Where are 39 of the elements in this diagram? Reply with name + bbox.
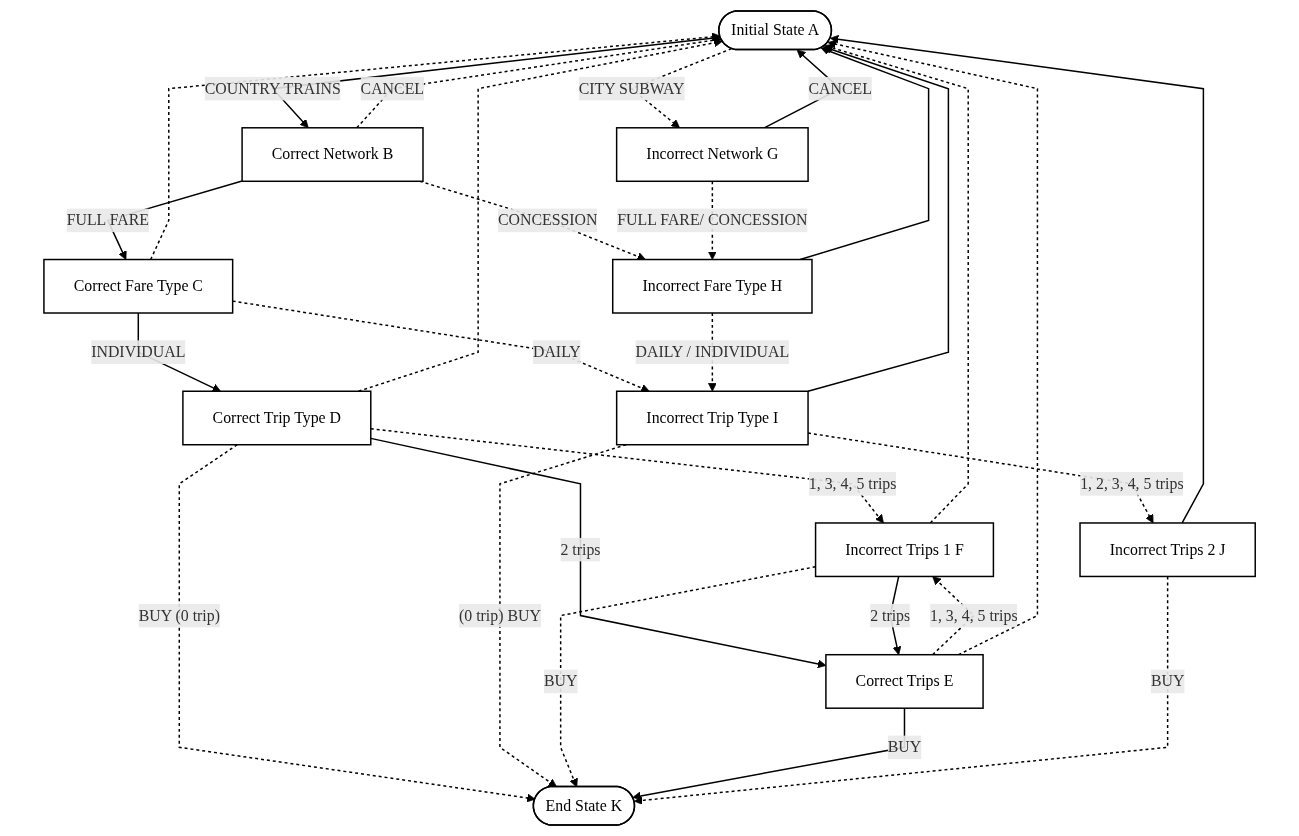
edge-label: 1, 3, 4, 5 trips [808,474,897,492]
edge-label: BUY (0 trip) [138,606,220,624]
arrow [632,707,906,801]
arrow [799,46,930,261]
arrow [807,45,950,393]
node-box: Incorrect Network G [615,127,809,183]
node-box: Correct Trip Type D [182,390,372,446]
node-box: Correct Network B [241,127,424,183]
node-box: Correct Trips E [825,653,984,709]
arrow [355,35,722,129]
edge-label: INDIVIDUAL [91,343,186,361]
edge-label: CITY SUBWAY [578,79,685,97]
edge-label: 2 trips [870,606,911,624]
edge-label: BUY [887,738,922,756]
edge-label: CANCEL [808,79,872,97]
edge-label: DAILY [532,343,581,361]
edge-label: FULL FARE [66,211,149,229]
edge-label: BUY [1150,672,1185,690]
arrow [824,43,969,524]
node-box: Incorrect Fare Type H [611,258,813,314]
edge-label: 1, 3, 4, 5 trips [929,606,1018,624]
edge-label: 2 trips [560,540,601,558]
edge-label: CONCESSION [497,211,598,229]
arrow [419,180,646,261]
edge-label: DAILY / INDIVIDUAL [635,343,790,361]
edge-label: FULL FARE/ CONCESSION [617,211,808,229]
node-box: Incorrect Trips 1 F [814,522,995,578]
arrow [829,34,1205,524]
node-box: Incorrect Trips 2 J [1079,522,1256,578]
edge-label: BUY [543,672,578,690]
arrow [499,444,627,788]
node-box: Correct Fare Type C [43,258,234,314]
arrow [807,432,1154,524]
edge-label: CANCEL [360,79,424,97]
node-box: Incorrect Trip Type I [615,390,809,446]
arrow [178,444,536,803]
edge-label: (0 trip) BUY [458,606,541,624]
edge-label: 1, 2, 3, 4, 5 trips [1080,474,1184,492]
edge-label: COUNTRY TRAINS [204,79,341,97]
